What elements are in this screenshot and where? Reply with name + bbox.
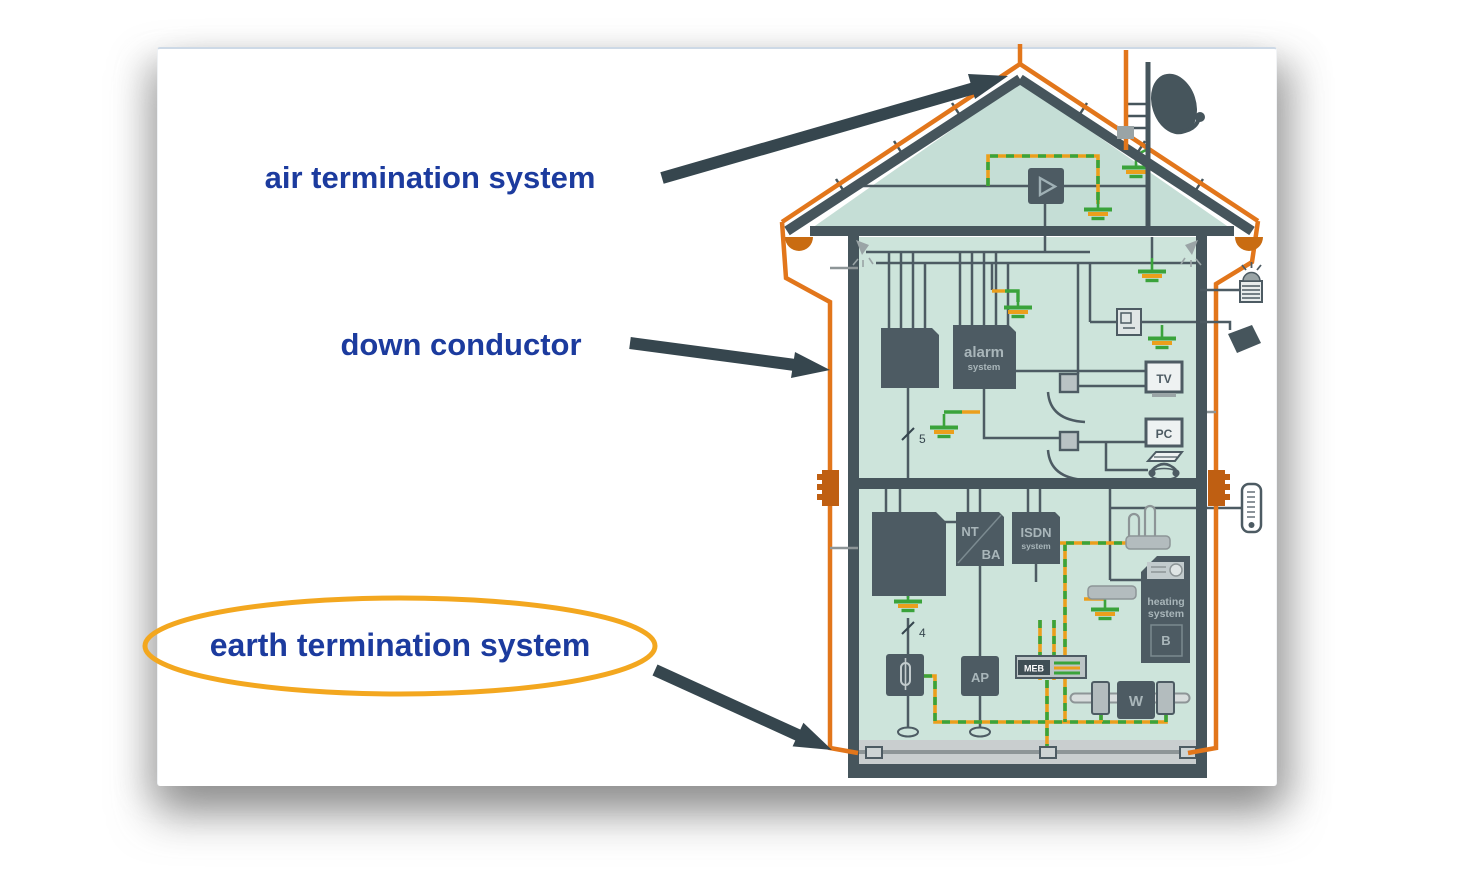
slide-background [157, 47, 1277, 786]
